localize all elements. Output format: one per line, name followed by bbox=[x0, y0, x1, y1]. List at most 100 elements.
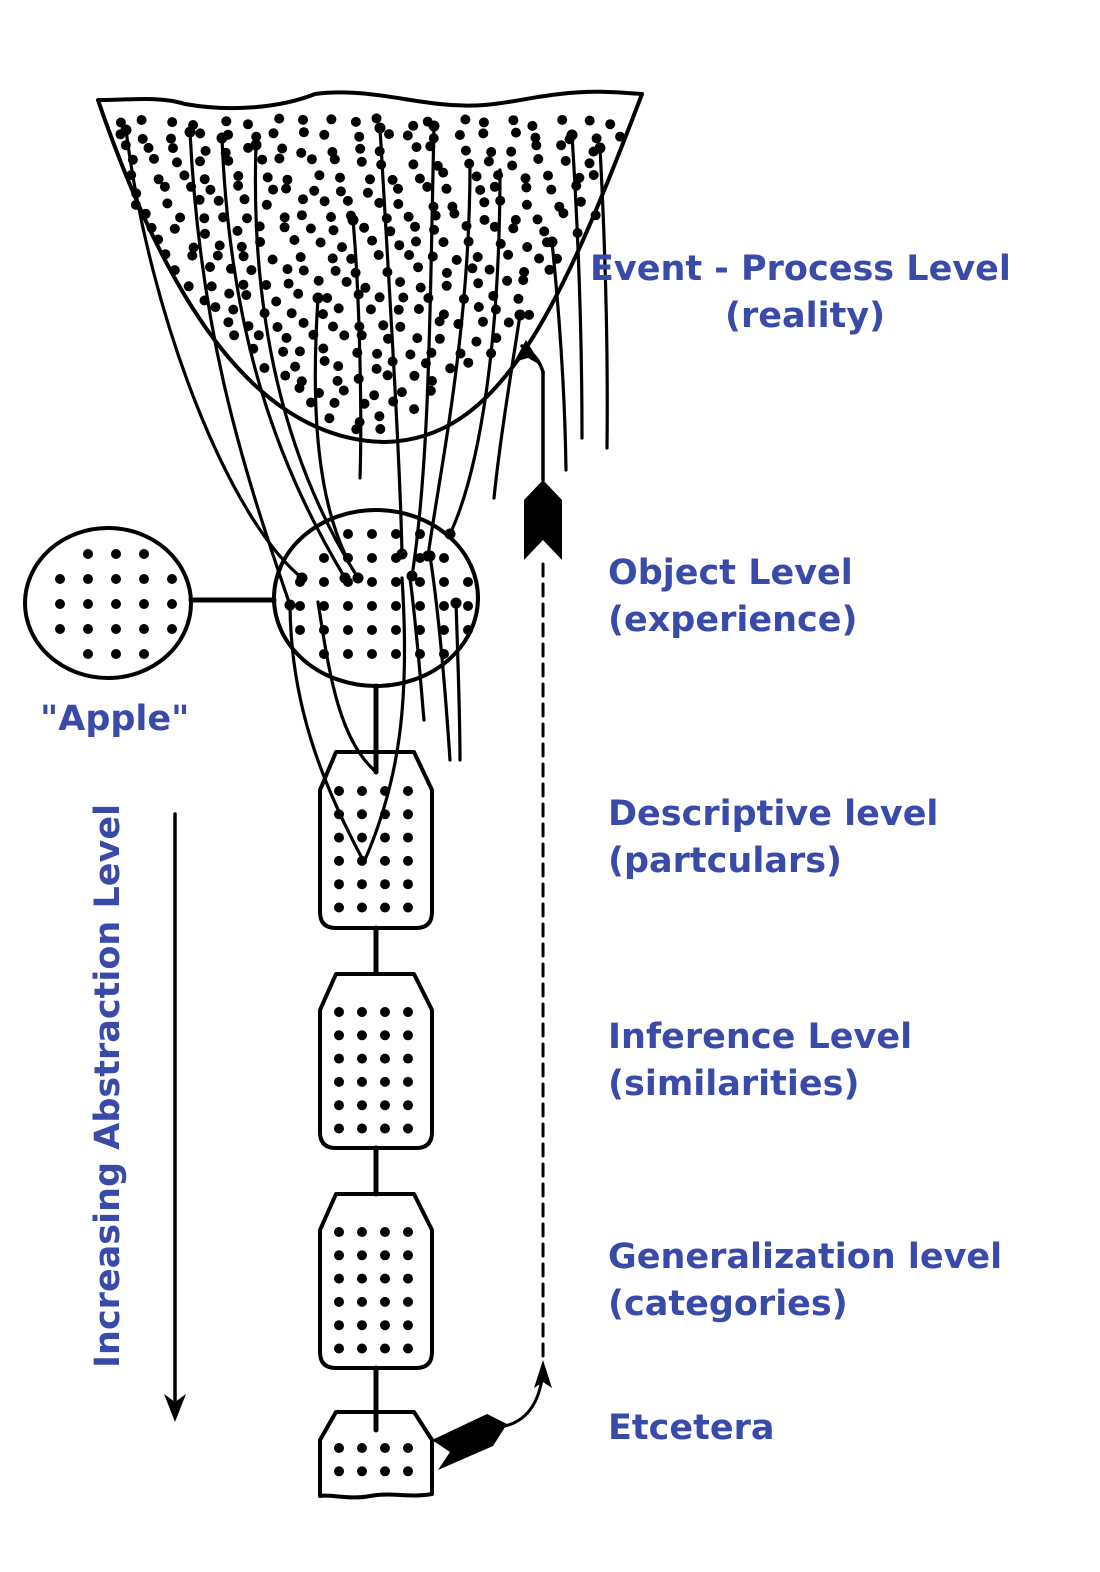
event-level-dot bbox=[274, 113, 285, 124]
event-level-dot bbox=[238, 279, 249, 290]
event-level-dot bbox=[233, 171, 244, 181]
event-level-dot bbox=[408, 159, 419, 170]
event-level-dot bbox=[532, 214, 543, 225]
event-level-dot bbox=[360, 282, 371, 293]
event-level-dot bbox=[503, 249, 514, 260]
descriptive-level-dot bbox=[334, 786, 344, 796]
generalization-level-dot bbox=[357, 1320, 367, 1331]
event-level-dot bbox=[359, 222, 370, 233]
object-level-dot bbox=[319, 553, 329, 563]
event-level-dot bbox=[268, 184, 279, 195]
level-generalization-subtitle: (categories) bbox=[608, 1284, 848, 1324]
event-level-dot bbox=[393, 199, 404, 209]
event-level-dot bbox=[471, 171, 482, 182]
abstraction-strand bbox=[428, 554, 452, 762]
inference-level-dot bbox=[403, 1123, 413, 1134]
event-level-dot bbox=[146, 222, 157, 233]
event-level-dot bbox=[575, 196, 586, 207]
event-level-dot bbox=[212, 250, 223, 261]
event-level-dot bbox=[460, 145, 471, 156]
event-level-dot bbox=[434, 316, 445, 327]
event-level-dot bbox=[451, 254, 462, 265]
event-level-dot bbox=[369, 390, 380, 401]
descriptive-level-dot bbox=[357, 902, 367, 913]
event-level-dot bbox=[162, 198, 173, 209]
event-level-dot bbox=[319, 196, 330, 207]
event-level-dot bbox=[268, 128, 279, 139]
event-level-dot bbox=[507, 160, 518, 171]
event-level-dot bbox=[489, 181, 500, 192]
apple-circle-dot bbox=[139, 574, 149, 584]
event-level-dot bbox=[413, 262, 424, 273]
event-level-dot bbox=[411, 236, 421, 247]
event-level-dot bbox=[413, 304, 424, 314]
level-event-title: Event - Process Level bbox=[590, 249, 1011, 289]
event-level-dot bbox=[560, 155, 571, 166]
etcetera-level-dot bbox=[357, 1466, 367, 1477]
object-level-dot bbox=[295, 625, 305, 635]
event-level-dot bbox=[243, 119, 253, 130]
inference-level-dot bbox=[380, 1100, 390, 1111]
event-level-dot bbox=[422, 181, 433, 192]
descriptive-level-dot bbox=[403, 809, 413, 820]
object-level-dot bbox=[367, 601, 377, 611]
event-level-dot bbox=[473, 278, 484, 289]
event-level-dot bbox=[367, 235, 378, 246]
level-object-title: Object Level bbox=[608, 553, 853, 593]
event-level-dot bbox=[404, 250, 415, 260]
event-level-dot bbox=[326, 212, 336, 222]
event-level-dot bbox=[294, 346, 305, 357]
abstraction-strand bbox=[220, 136, 347, 580]
object-level-dot bbox=[367, 577, 377, 587]
event-level-dot bbox=[296, 147, 307, 158]
event-level-dot bbox=[544, 264, 555, 275]
abstraction-strand bbox=[351, 218, 363, 480]
event-level-dot bbox=[395, 277, 406, 287]
event-level-dot bbox=[261, 199, 272, 210]
event-level-dot bbox=[330, 265, 341, 276]
inference-level-dot bbox=[380, 1076, 390, 1087]
event-level-dot bbox=[318, 343, 329, 354]
event-level-dot bbox=[520, 173, 531, 184]
event-level-dot bbox=[524, 309, 535, 320]
event-level-dot bbox=[493, 170, 504, 181]
event-level-dot bbox=[438, 167, 449, 178]
event-level-dot bbox=[210, 302, 221, 313]
event-level-dot bbox=[224, 288, 235, 299]
event-level-dot bbox=[478, 316, 488, 327]
event-level-dot bbox=[241, 290, 252, 300]
object-level-dot bbox=[415, 601, 425, 611]
event-level-dot bbox=[489, 221, 500, 232]
event-level-dot bbox=[591, 133, 602, 144]
event-level-dot bbox=[229, 330, 240, 341]
event-level-dot bbox=[409, 404, 420, 415]
event-level-dot bbox=[375, 424, 386, 434]
descriptive-level-dot bbox=[380, 855, 390, 866]
descriptive-level-dot bbox=[357, 786, 367, 796]
object-level-dot bbox=[415, 553, 425, 563]
event-level-dot bbox=[136, 115, 147, 125]
event-level-dot bbox=[395, 321, 406, 332]
descriptive-level-dot bbox=[403, 855, 413, 866]
event-level-dot bbox=[298, 265, 309, 276]
descriptive-level-dot bbox=[403, 879, 413, 890]
event-level-dot bbox=[414, 173, 425, 184]
event-level-dot bbox=[309, 185, 320, 196]
etcetera-level-dot bbox=[334, 1443, 344, 1453]
apple-circle-dot bbox=[55, 574, 65, 584]
inference-level-dot bbox=[357, 1100, 367, 1111]
event-level-dot bbox=[521, 182, 532, 193]
event-level-dot bbox=[533, 154, 544, 164]
event-level-dot bbox=[354, 131, 365, 142]
event-level-dot bbox=[281, 332, 292, 343]
object-level-dot bbox=[343, 601, 353, 611]
event-level-dot bbox=[519, 267, 530, 277]
event-level-dot bbox=[140, 208, 151, 219]
event-level-dot bbox=[295, 252, 306, 263]
event-level-dot bbox=[356, 156, 367, 167]
event-level-dot bbox=[115, 117, 126, 128]
event-level-dot bbox=[183, 281, 194, 292]
inference-level-tag bbox=[318, 972, 434, 1150]
apple-circle-dot bbox=[111, 624, 121, 634]
event-level-dot bbox=[305, 223, 316, 234]
